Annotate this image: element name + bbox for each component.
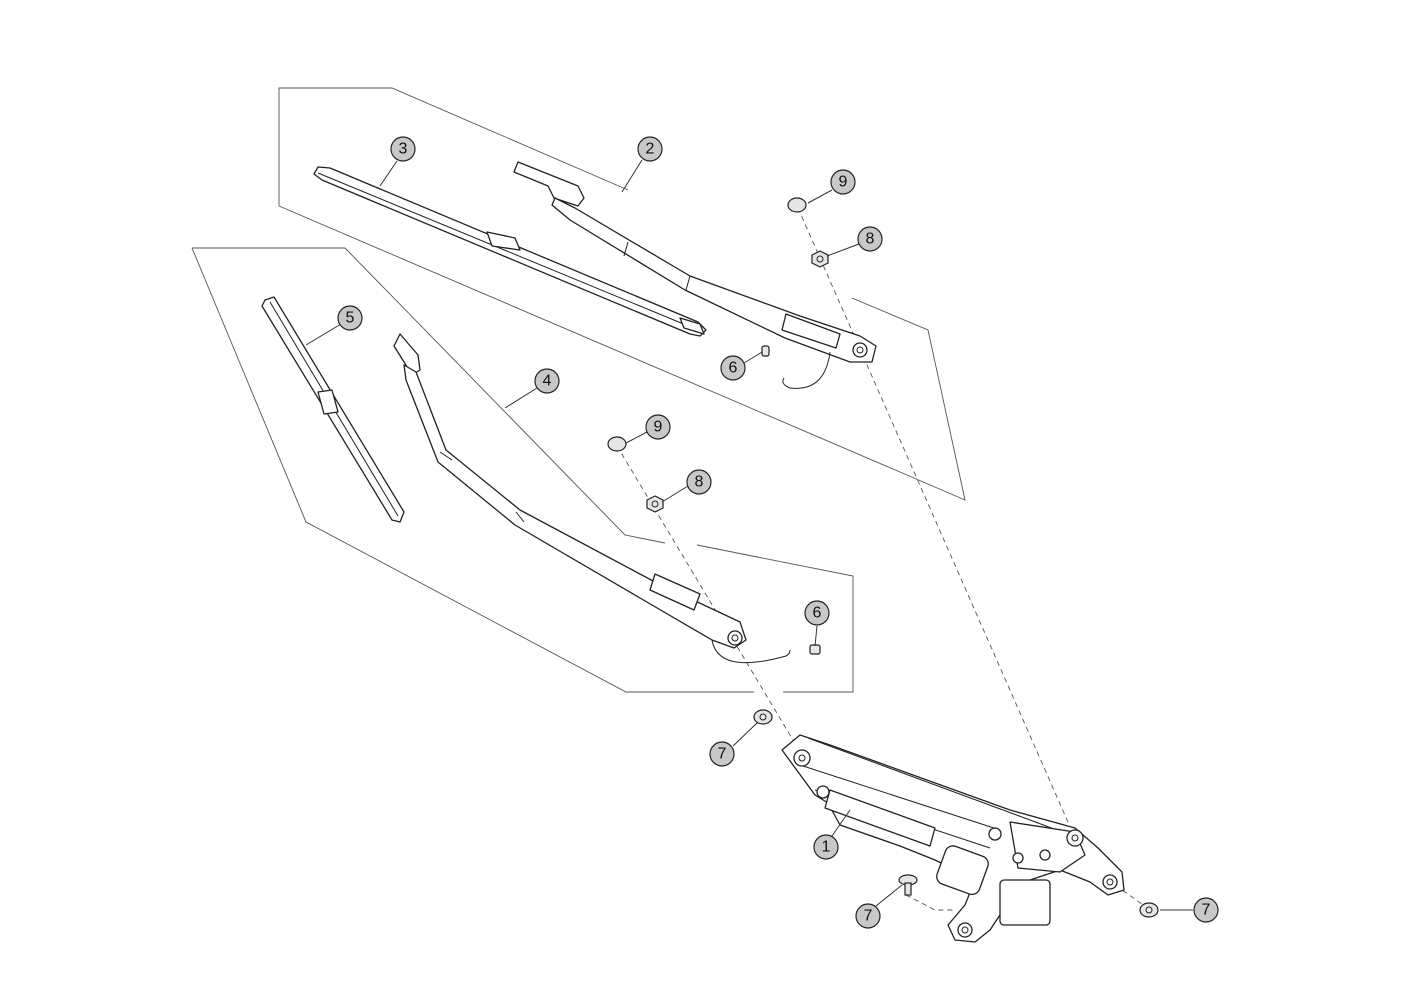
washer-right <box>1139 902 1159 918</box>
leader-6-lower <box>814 625 818 647</box>
wiper-arm-lower <box>393 333 791 664</box>
callout-2: 2 <box>637 136 663 162</box>
leader-1 <box>831 809 851 837</box>
leader-8-upper <box>826 243 860 257</box>
callout-7-right: 7 <box>1193 897 1219 923</box>
washer-left <box>753 709 773 725</box>
callout-7-right-label: 7 <box>1202 902 1211 919</box>
assembly-line-upper <box>797 207 1076 839</box>
callout-6-upper: 6 <box>720 355 746 381</box>
leader-6-upper <box>743 351 763 364</box>
wiper-arm-upper <box>513 161 877 389</box>
assembly-line-right-nut <box>1107 879 1147 908</box>
leader-9-lower <box>625 431 648 444</box>
callout-7-left-label: 7 <box>718 746 727 763</box>
cap-upper <box>787 197 807 213</box>
leader-4 <box>504 387 538 409</box>
callout-5-label: 5 <box>346 310 355 327</box>
callout-5: 5 <box>337 305 363 331</box>
leader-9-upper <box>807 189 833 204</box>
leader-5 <box>305 323 342 346</box>
callout-4-label: 4 <box>543 373 552 390</box>
callout-7-bottom: 7 <box>855 903 881 929</box>
callout-9-lower: 9 <box>645 414 671 440</box>
leader-7-left <box>732 722 758 747</box>
upper-group-frame <box>278 87 966 501</box>
callout-9-lower-label: 9 <box>654 419 663 436</box>
callout-1-label: 1 <box>822 839 831 856</box>
assembly-line-bolt <box>905 894 955 911</box>
callout-2-label: 2 <box>646 141 655 158</box>
callout-9-upper: 9 <box>830 169 856 195</box>
leader-7-bottom <box>875 884 903 907</box>
clip-upper <box>761 345 770 357</box>
callout-7-left: 7 <box>709 741 735 767</box>
wiper-blade-upper <box>313 166 707 337</box>
nut-lower <box>646 495 664 513</box>
assembly-line-lower <box>616 445 806 761</box>
clip-lower <box>809 644 821 655</box>
callout-9-upper-label: 9 <box>839 174 848 191</box>
callout-6-upper-label: 6 <box>729 360 738 377</box>
callout-8-lower: 8 <box>686 469 712 495</box>
cap-lower <box>607 436 627 452</box>
leader-8-lower <box>661 485 689 503</box>
callout-8-lower-label: 8 <box>695 474 704 491</box>
callout-1: 1 <box>813 834 839 860</box>
wiper-linkage-motor <box>781 734 1125 943</box>
callout-6-lower-label: 6 <box>813 605 822 622</box>
callout-3-label: 3 <box>399 141 408 158</box>
leader-3 <box>379 160 398 187</box>
bolt-lower <box>898 874 918 896</box>
wiper-blade-lower <box>261 296 405 523</box>
lower-group-frame <box>192 247 666 544</box>
callout-3: 3 <box>390 136 416 162</box>
lower-group-frame-3 <box>191 247 754 693</box>
callout-4: 4 <box>534 368 560 394</box>
leader-2 <box>621 159 643 193</box>
callout-7-bottom-label: 7 <box>864 908 873 925</box>
callout-6-lower: 6 <box>804 600 830 626</box>
callout-8-upper-label: 8 <box>866 231 875 248</box>
lower-group-frame-2 <box>696 544 854 693</box>
callout-8-upper: 8 <box>857 226 883 252</box>
nut-upper <box>811 250 829 268</box>
